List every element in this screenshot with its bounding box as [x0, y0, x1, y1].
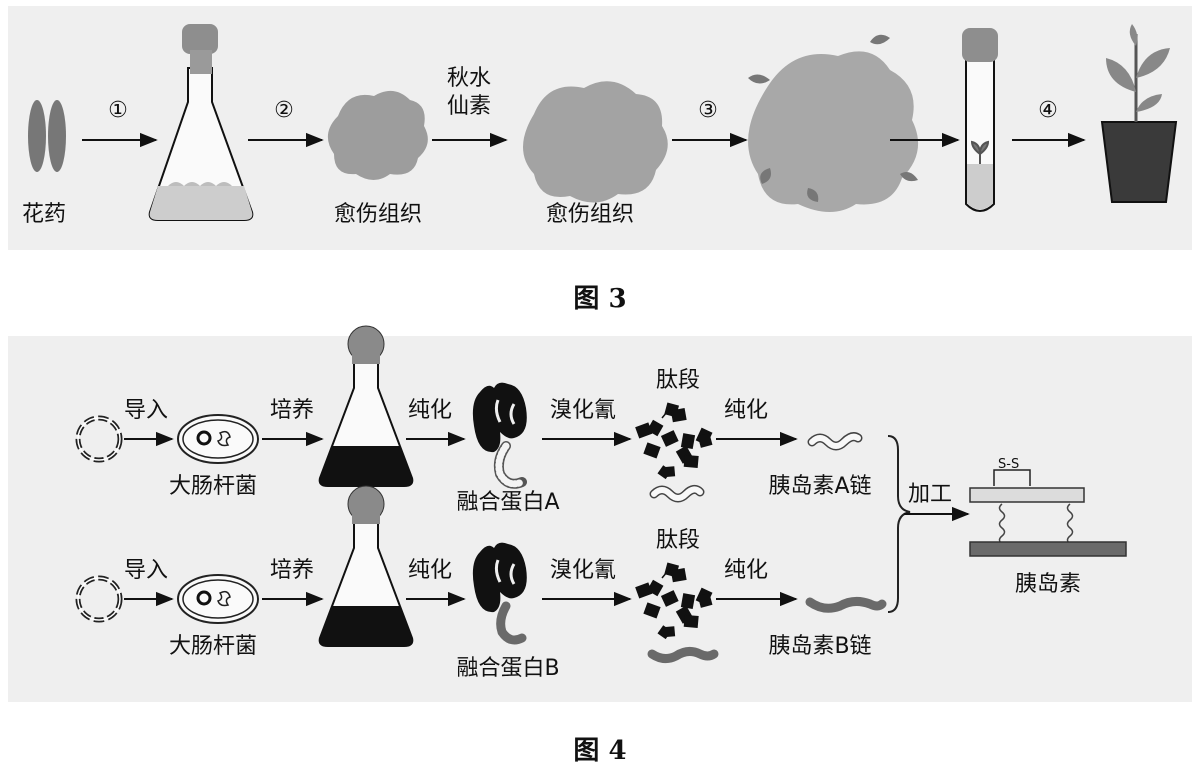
callus1-label: 愈伤组织: [333, 202, 423, 227]
row-b-drawing: [78, 485, 887, 664]
purify2-label-a: 纯化: [724, 398, 769, 423]
anther-icon: [28, 100, 66, 172]
cnbr-label-a: 溴化氰: [550, 398, 617, 423]
figure3-caption: 图 3: [573, 284, 627, 314]
callus-with-shoots-icon: [748, 34, 919, 213]
callus-small-icon: [327, 90, 428, 180]
fusion-protein-b-label: 融合蛋白B: [456, 656, 560, 681]
purify2-label-b: 纯化: [724, 558, 769, 583]
step2-label: ②: [274, 98, 294, 123]
fusion-protein-b-icon: [471, 541, 529, 645]
import-label-b: 导入: [124, 558, 169, 583]
colchicine-label-line1: 秋水: [446, 66, 492, 91]
culture-label-b: 培养: [270, 558, 315, 583]
fusion-protein-a-label: 融合蛋白A: [456, 490, 560, 515]
peptide-pointer-b: [661, 565, 673, 579]
bacteria-label-b: 大肠杆菌: [168, 634, 258, 659]
step3-label: ③: [698, 98, 718, 123]
disulfide-label: S-S: [998, 457, 1020, 472]
chain-b-fragment-icon: [647, 646, 719, 664]
purify-label-b: 纯化: [408, 558, 453, 583]
cnbr-label-b: 溴化氰: [550, 558, 617, 583]
anther-label: 花药: [22, 202, 67, 227]
peptide-label-a: 肽段: [656, 368, 701, 393]
flask-b-icon: [318, 485, 414, 647]
peptide-pointer-a: [661, 405, 673, 419]
process-label: 加工: [908, 482, 953, 507]
callus2-label: 愈伤组织: [545, 202, 635, 227]
figure3-drawing: [28, 24, 1178, 221]
merge-brace: [887, 435, 911, 613]
figure4-drawing: [8, 325, 1127, 664]
import-label-a: 导入: [124, 398, 169, 423]
colchicine-label-line2: 仙素: [446, 94, 492, 119]
chain-b-label: 胰岛素B链: [768, 634, 872, 659]
bacteria-label-a: 大肠杆菌: [168, 474, 258, 499]
plasmid-b-icon: [78, 578, 120, 620]
culture-label-a: 培养: [270, 398, 315, 423]
row-a-drawing: [78, 325, 863, 503]
insulin-molecule-icon: [969, 469, 1127, 557]
plasmid-a-icon: [78, 418, 120, 460]
figure4-caption: 图 4: [573, 736, 627, 766]
test-tube-icon: [962, 28, 998, 212]
step4-label: ④: [1038, 98, 1058, 123]
purify-label-a: 纯化: [408, 398, 453, 423]
figure4-panel: 导入 大肠杆菌 培养 纯化 融合蛋白A 溴化氰 肽段 纯化 胰岛素A链 导入 大…: [8, 325, 1192, 702]
fusion-protein-a-icon: [471, 381, 529, 489]
flask-a-icon: [318, 325, 414, 487]
step1-label: ①: [108, 98, 128, 123]
potted-plant-icon: [1100, 24, 1178, 203]
peptide-label-b: 肽段: [656, 528, 701, 553]
chain-b-icon: [805, 596, 887, 613]
insulin-label: 胰岛素: [1014, 572, 1082, 597]
chain-a-label: 胰岛素A链: [768, 474, 872, 499]
culture-flask-icon: [148, 24, 254, 221]
ecoli-b-icon: [176, 573, 260, 625]
peptide-fragments-a-icon: [635, 402, 713, 480]
figure3-panel: 花药 ① ② 愈伤组织 秋水 仙素 愈伤组织 ③ ④: [8, 6, 1192, 250]
peptide-fragments-b-icon: [635, 562, 713, 640]
callus-large-icon: [523, 81, 668, 203]
ecoli-a-icon: [176, 413, 260, 465]
